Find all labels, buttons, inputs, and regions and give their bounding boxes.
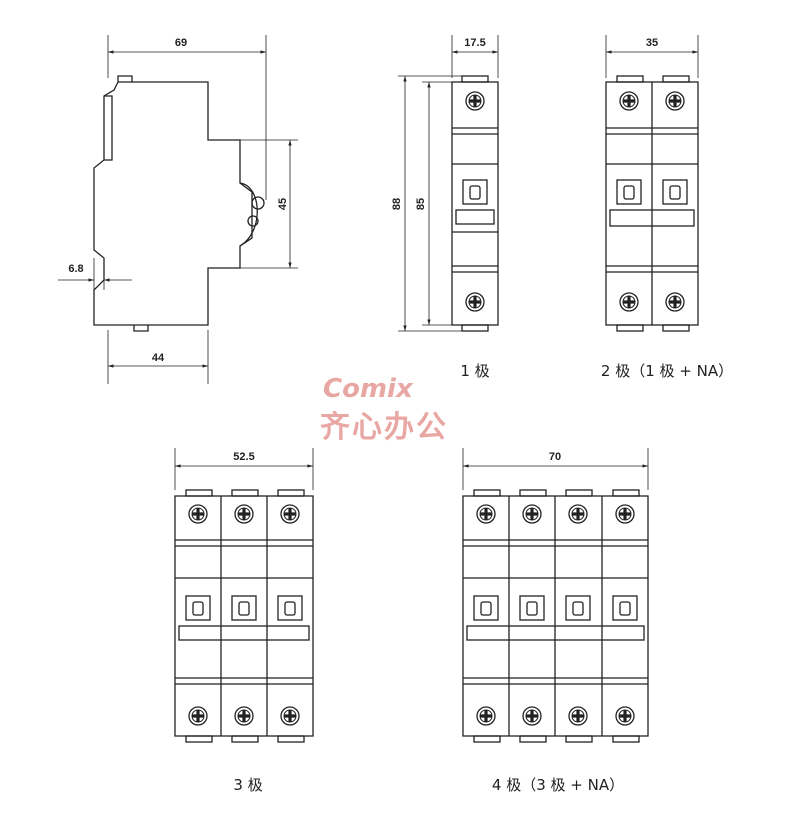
two-pole-front-view — [605, 75, 699, 332]
three-pole-front-view — [174, 489, 314, 743]
caption-two-pole: 2 极（1 极 + NA） — [601, 362, 733, 380]
dim-side-width: 69 — [175, 37, 187, 49]
dim-two-pole-width: 35 — [646, 37, 658, 49]
dim-four-pole-width: 70 — [549, 451, 561, 463]
caption-four-pole: 4 极（3 极 + NA） — [492, 776, 624, 794]
dim-one-pole-outer-height: 88 — [391, 198, 403, 210]
dim-three-pole-width: 52.5 — [233, 451, 254, 463]
caption-three-pole: 3 极 — [233, 776, 262, 794]
dim-side-depth: 44 — [152, 352, 165, 364]
watermark-chinese: 齐心办公 — [320, 410, 448, 445]
one-pole-front-view — [451, 75, 499, 332]
one-pole-dimensions — [398, 35, 499, 332]
caption-one-pole: 1 极 — [460, 362, 489, 380]
watermark-brand: Comix — [323, 374, 414, 404]
three-pole-dimensions — [174, 448, 314, 490]
comix-watermark: Comix 齐心办公 — [320, 374, 448, 445]
dim-side-height: 45 — [277, 198, 289, 210]
two-pole-dimensions — [605, 35, 699, 78]
side-view — [93, 75, 265, 332]
four-pole-dimensions — [462, 448, 649, 490]
four-pole-front-view — [462, 489, 649, 743]
side-dimensions — [58, 35, 298, 384]
side-profile-outline — [93, 81, 253, 326]
dim-one-pole-inner-height: 85 — [415, 198, 427, 210]
dim-side-rail: 6.8 — [68, 263, 83, 275]
dim-one-pole-width: 17.5 — [464, 37, 485, 49]
